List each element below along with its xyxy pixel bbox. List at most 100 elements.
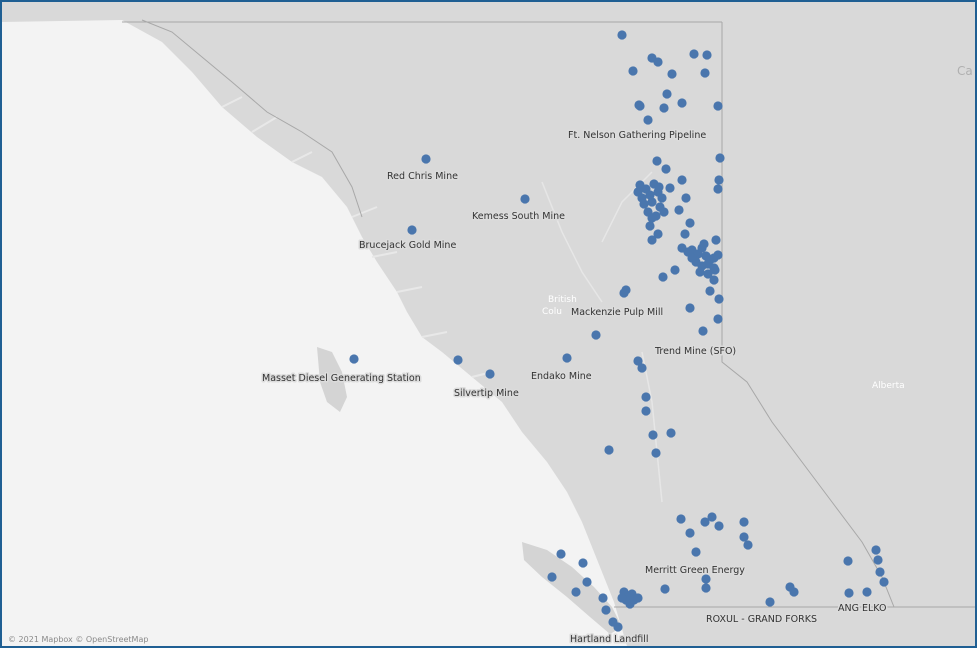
facility-point[interactable] <box>619 288 629 298</box>
facility-point[interactable] <box>711 235 721 245</box>
facility-point[interactable] <box>701 574 711 584</box>
facility-point[interactable] <box>879 577 889 587</box>
facility-point[interactable] <box>660 584 670 594</box>
facility-point[interactable] <box>699 239 709 249</box>
facility-point[interactable] <box>637 363 647 373</box>
facility-point[interactable] <box>685 303 695 313</box>
facility-point[interactable] <box>691 547 701 557</box>
facility-point[interactable] <box>647 235 657 245</box>
facility-point[interactable] <box>653 229 663 239</box>
facility-point[interactable] <box>862 587 872 597</box>
map-attribution[interactable]: © 2021 Mapbox © OpenStreetMap <box>8 635 148 644</box>
facility-point[interactable] <box>715 153 725 163</box>
facility-point[interactable] <box>765 597 775 607</box>
facility-point[interactable] <box>653 57 663 67</box>
facility-point[interactable] <box>582 577 592 587</box>
facility-point[interactable] <box>645 221 655 231</box>
facility-point[interactable] <box>871 545 881 555</box>
facility-point[interactable] <box>598 593 608 603</box>
facility-points[interactable] <box>349 30 889 632</box>
facility-point[interactable] <box>665 183 675 193</box>
facility-point[interactable] <box>562 353 572 363</box>
facility-point[interactable] <box>701 583 711 593</box>
facility-point[interactable] <box>743 540 753 550</box>
facility-point[interactable] <box>643 115 653 125</box>
facility-point[interactable] <box>628 66 638 76</box>
facility-point[interactable] <box>635 101 645 111</box>
facility-point[interactable] <box>703 269 713 279</box>
facility-point[interactable] <box>645 190 655 200</box>
facility-point[interactable] <box>641 406 651 416</box>
facility-point[interactable] <box>689 49 699 59</box>
facility-point[interactable] <box>676 514 686 524</box>
facility-point[interactable] <box>714 294 724 304</box>
facility-point[interactable] <box>709 263 719 273</box>
facility-point[interactable] <box>547 572 557 582</box>
facility-point[interactable] <box>485 369 495 379</box>
facility-point[interactable] <box>349 354 359 364</box>
facility-point[interactable] <box>647 213 657 223</box>
facility-point[interactable] <box>556 549 566 559</box>
facility-point[interactable] <box>658 272 668 282</box>
facility-point[interactable] <box>873 555 883 565</box>
facility-point[interactable] <box>713 314 723 324</box>
facility-point[interactable] <box>661 164 671 174</box>
facility-point[interactable] <box>685 218 695 228</box>
facility-point[interactable] <box>843 556 853 566</box>
facility-point[interactable] <box>709 253 719 263</box>
facility-point[interactable] <box>707 512 717 522</box>
facility-point[interactable] <box>639 199 649 209</box>
facility-point[interactable] <box>633 187 643 197</box>
facility-point[interactable] <box>714 521 724 531</box>
facility-point[interactable] <box>705 286 715 296</box>
facility-point[interactable] <box>666 428 676 438</box>
facility-point[interactable] <box>875 567 885 577</box>
facility-point[interactable] <box>713 101 723 111</box>
facility-point[interactable] <box>681 193 691 203</box>
facility-point[interactable] <box>520 194 530 204</box>
facility-point[interactable] <box>421 154 431 164</box>
facility-point[interactable] <box>667 69 677 79</box>
facility-point[interactable] <box>695 267 705 277</box>
facility-point[interactable] <box>687 253 697 263</box>
facility-point[interactable] <box>648 430 658 440</box>
facility-point[interactable] <box>601 605 611 615</box>
facility-point[interactable] <box>702 50 712 60</box>
facility-point[interactable] <box>739 532 749 542</box>
facility-point[interactable] <box>739 517 749 527</box>
facility-point[interactable] <box>844 588 854 598</box>
facility-point[interactable] <box>714 175 724 185</box>
facility-point[interactable] <box>453 355 463 365</box>
facility-point[interactable] <box>680 229 690 239</box>
facility-point[interactable] <box>700 517 710 527</box>
facility-point[interactable] <box>633 356 643 366</box>
facility-point[interactable] <box>659 103 669 113</box>
facility-point[interactable] <box>685 528 695 538</box>
facility-point[interactable] <box>617 30 627 40</box>
facility-point[interactable] <box>662 89 672 99</box>
facility-point[interactable] <box>647 197 657 207</box>
facility-point[interactable] <box>713 184 723 194</box>
facility-point[interactable] <box>709 275 719 285</box>
facility-point[interactable] <box>698 326 708 336</box>
facility-point[interactable] <box>625 599 635 609</box>
facility-point[interactable] <box>657 193 667 203</box>
facility-point[interactable] <box>654 182 664 192</box>
facility-point[interactable] <box>659 207 669 217</box>
facility-point[interactable] <box>571 587 581 597</box>
facility-point[interactable] <box>674 205 684 215</box>
facility-point[interactable] <box>641 392 651 402</box>
facility-point[interactable] <box>613 622 623 632</box>
facility-point[interactable] <box>651 448 661 458</box>
facility-point[interactable] <box>670 265 680 275</box>
facility-point[interactable] <box>604 445 614 455</box>
facility-point[interactable] <box>633 593 643 603</box>
facility-point[interactable] <box>677 98 687 108</box>
facility-point[interactable] <box>578 558 588 568</box>
facility-point[interactable] <box>677 175 687 185</box>
facility-point[interactable] <box>652 156 662 166</box>
facility-point[interactable] <box>700 68 710 78</box>
facility-point[interactable] <box>617 593 627 603</box>
facility-point[interactable] <box>591 330 601 340</box>
